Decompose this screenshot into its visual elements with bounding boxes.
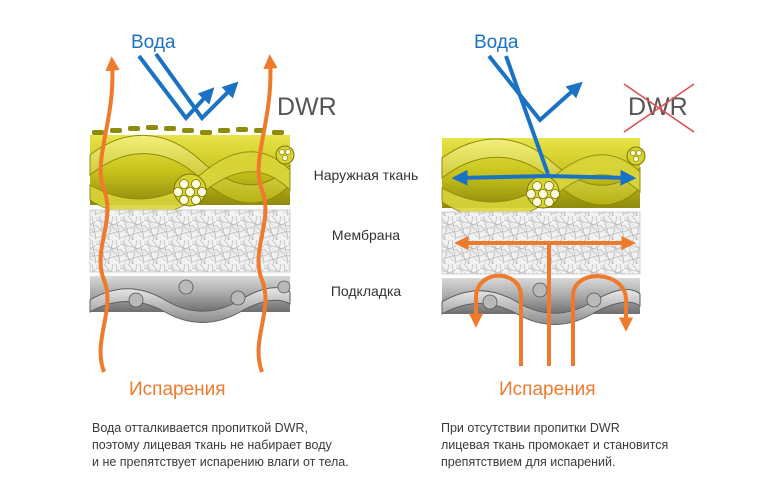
left-caption-line-2: поэтому лицевая ткань не набирает воду: [92, 438, 332, 452]
left-outer-fabric: [89, 125, 295, 217]
left-caption: Вода отталкивается пропиткой DWR, поэтом…: [92, 420, 349, 471]
left-water-label: Вода: [131, 32, 176, 53]
right-water-arrows: [451, 54, 637, 186]
layer-label-outer: Наружная ткань: [314, 167, 419, 183]
right-evap-arrows: [454, 235, 636, 366]
cross-line-2: [623, 83, 695, 133]
right-evaporation-label: Испарения: [499, 379, 596, 400]
left-panel: Вода DWR Испарения: [89, 32, 337, 400]
right-caption-line-2: лицевая ткань промокает и становится: [441, 438, 669, 452]
right-lining: [441, 278, 641, 325]
right-panel: Вода DWR Испарения: [441, 32, 695, 400]
left-water-arrow-1: [137, 54, 215, 122]
right-outer-fabric: [441, 138, 646, 220]
left-water-arrow-2: [154, 52, 239, 122]
layer-labels: Наружная ткань Мембрана Подкладка: [314, 167, 419, 299]
left-evap-arrow-1: [98, 56, 120, 373]
left-caption-line-1: Вода отталкивается пропиткой DWR,: [92, 421, 308, 435]
left-evaporation-label: Испарения: [129, 379, 226, 400]
layer-label-lining: Подкладка: [331, 283, 402, 299]
right-caption-line-3: препятствием для испарений.: [441, 455, 616, 469]
right-dwr-crossed: DWR: [623, 83, 695, 133]
right-caption: При отсутствии пропитки DWR лицевая ткан…: [441, 420, 668, 471]
left-caption-line-3: и не препятствует испарению влаги от тел…: [92, 455, 349, 469]
left-evap-arrow-2: [256, 54, 278, 373]
left-dwr-label: DWR: [277, 93, 337, 121]
left-lining: [89, 276, 291, 323]
right-caption-line-1: При отсутствии пропитки DWR: [441, 421, 620, 435]
layer-label-membrane: Мембрана: [332, 227, 400, 243]
right-water-label: Вода: [474, 32, 519, 53]
